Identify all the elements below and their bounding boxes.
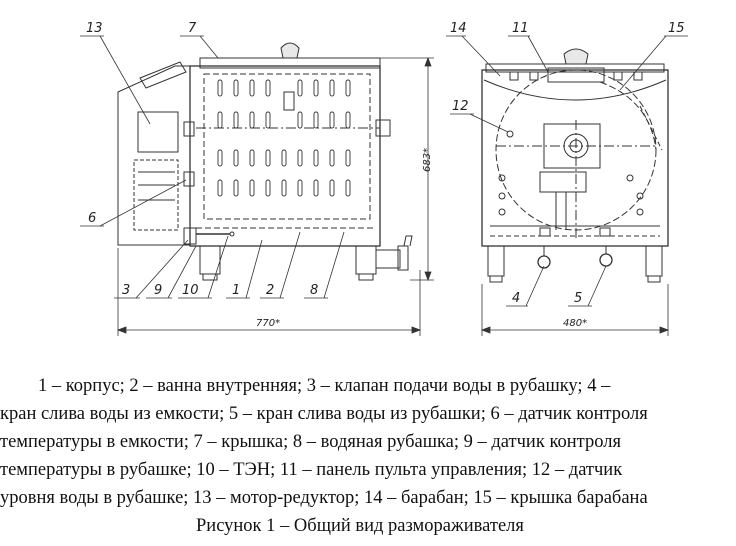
front-knob — [563, 48, 589, 65]
dim-right-width: 480* — [563, 318, 587, 329]
callout-5: 5 — [574, 291, 582, 306]
center-bracket — [283, 91, 295, 111]
caption-line-1: 1 – корпус; 2 – ванна внутренняя; 3 – кл… — [38, 376, 611, 396]
left-leg-2 — [355, 245, 377, 275]
technical-drawing: 770* 683* — [80, 21, 688, 336]
drain-pipe — [376, 249, 401, 269]
callout-13: 13 — [86, 21, 103, 36]
caption-line-2: кран слива воды из емкости; 5 – кран сли… — [0, 404, 648, 424]
caption-line-3: температуры в емкости; 7 – крышка; 8 – в… — [0, 432, 621, 452]
tap-jacket — [599, 253, 613, 267]
callout-1: 1 — [232, 283, 240, 298]
callout-7: 7 — [188, 21, 197, 36]
water-valve — [183, 227, 197, 245]
inner-tank — [203, 73, 371, 220]
drum-slots — [217, 79, 351, 197]
caption-line-4: температуры в рубашке; 10 – ТЭН; 11 – па… — [0, 460, 623, 480]
lid-knob — [280, 42, 300, 59]
callout-15: 15 — [668, 21, 685, 36]
figure-title: Рисунок 1 – Общий вид размораживателя — [196, 516, 524, 536]
motor-reducer-body — [137, 111, 179, 153]
callout-4: 4 — [512, 291, 520, 306]
callout-labels: 13 7 6 3 9 10 1 2 8 14 11 15 12 4 5 — [86, 21, 685, 306]
callout-11: 11 — [512, 21, 529, 36]
motor-housing — [117, 65, 191, 246]
callout-14: 14 — [450, 21, 467, 36]
callout-12: 12 — [452, 99, 469, 114]
callout-2: 2 — [266, 283, 274, 298]
drum-cover — [599, 81, 657, 151]
front-leg-2 — [645, 245, 663, 277]
dim-left-width: 770* — [256, 318, 280, 329]
leader-lines — [80, 35, 688, 307]
caption-line-5: уровня воды в рубашке; 13 – мотор-редукт… — [0, 488, 648, 508]
callout-3: 3 — [122, 283, 130, 298]
front-leg-1 — [487, 245, 505, 277]
side-view — [117, 42, 413, 281]
motor-top — [139, 61, 187, 89]
right-dimension-lines — [480, 284, 670, 336]
dim-left-height: 683* — [422, 148, 433, 172]
callout-6: 6 — [88, 211, 96, 226]
left-dimension-lines — [116, 56, 434, 336]
housing-body — [189, 65, 381, 247]
front-view — [481, 48, 669, 283]
shaft-bearing — [375, 119, 391, 137]
callout-9: 9 — [154, 283, 162, 298]
control-panel — [483, 79, 667, 101]
callout-8: 8 — [310, 283, 318, 298]
callout-10: 10 — [182, 283, 199, 298]
motor-frame — [133, 159, 179, 231]
